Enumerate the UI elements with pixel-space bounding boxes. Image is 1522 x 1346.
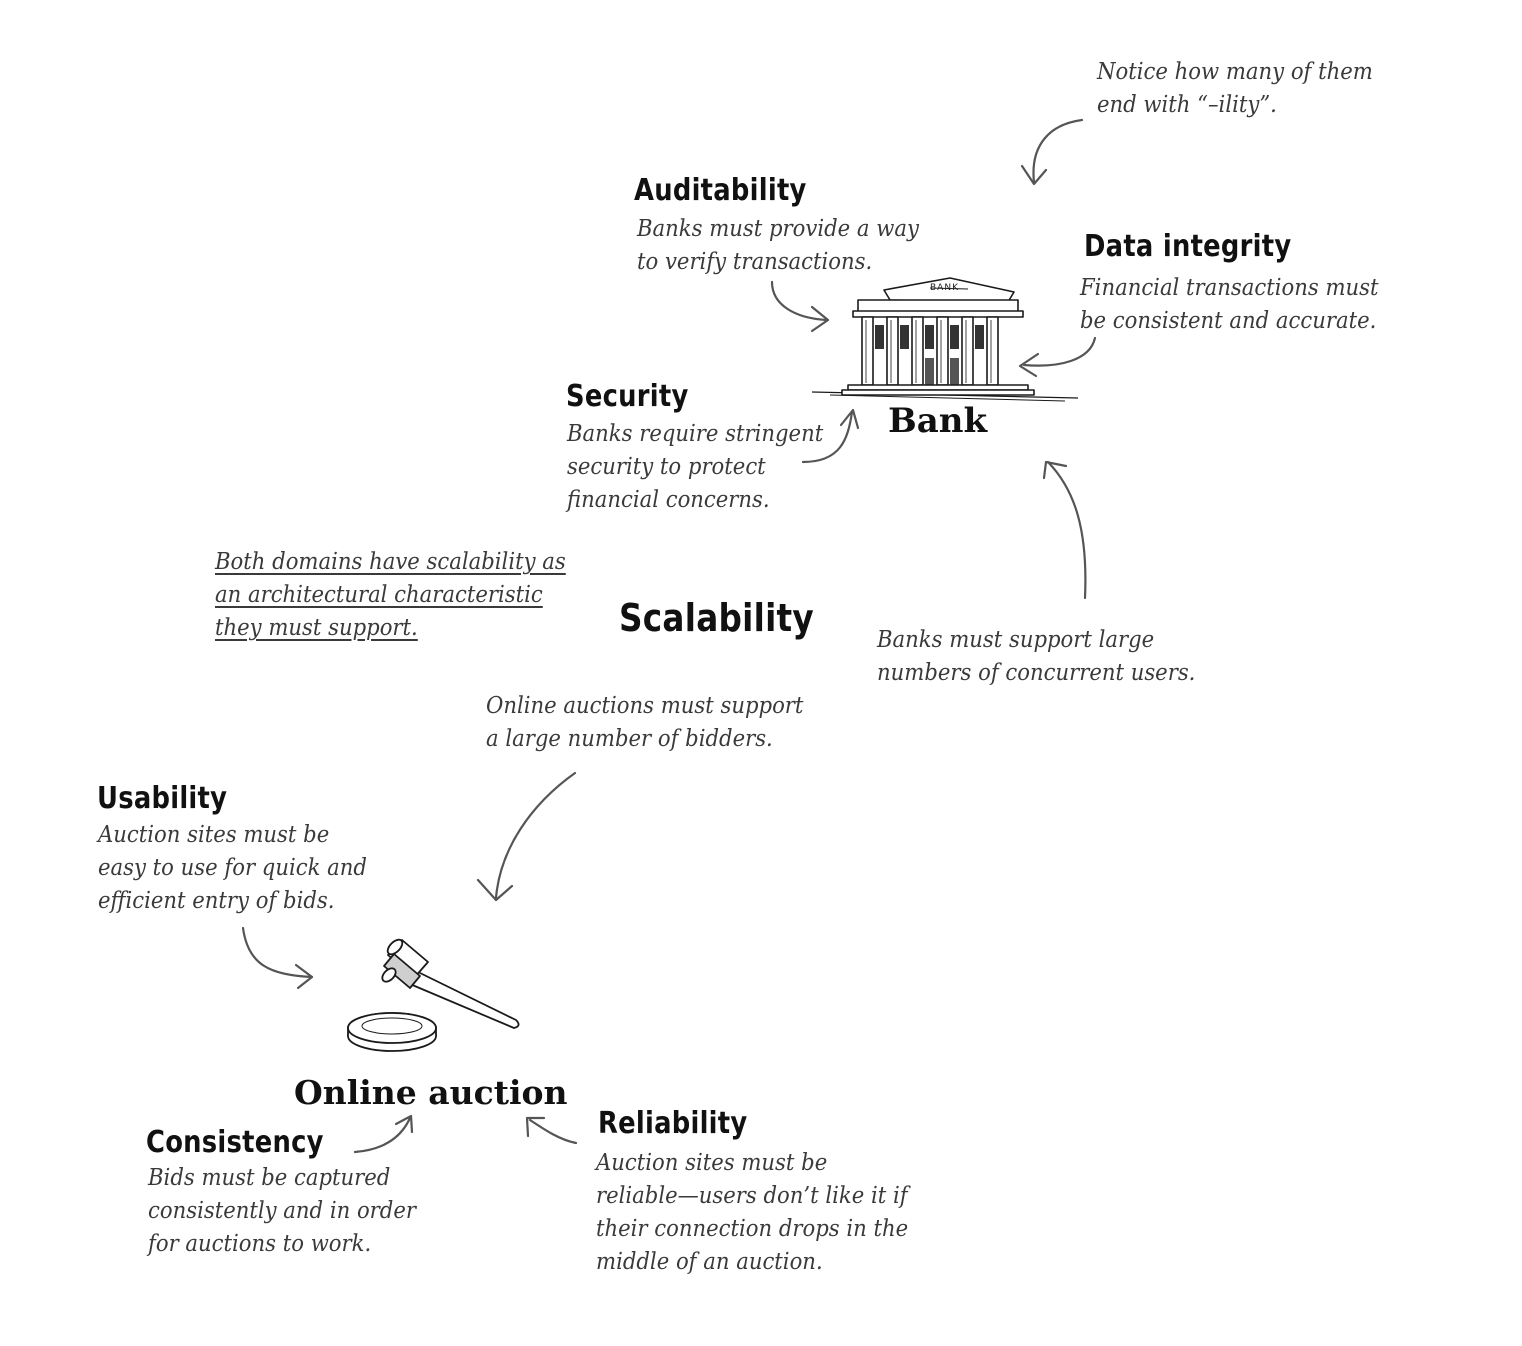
bank-scalability-arrow [1048,462,1085,598]
bank-scalability-line: numbers of concurrent users. [877,657,1195,690]
security-line: financial concerns. [567,484,823,517]
auditability-description: Banks must provide a way to verify trans… [637,213,919,279]
auditability-line: to verify transactions. [637,246,919,279]
consistency-arrow [355,1118,410,1152]
data-integrity-title: Data integrity [1084,232,1291,262]
reliability-line: their connection drops in the [596,1213,908,1246]
bank-icon [812,278,1078,401]
reliability-arrow [530,1120,576,1143]
scalability-note-line: an architectural characteristic [215,579,566,612]
consistency-line: for auctions to work. [148,1228,416,1261]
gavel-icon [348,937,519,1051]
security-line: security to protect [567,451,823,484]
consistency-title: Consistency [146,1128,324,1158]
data-integrity-description: Financial transactions must be consisten… [1080,272,1379,338]
auction-scalability-description: Online auctions must support a large num… [486,690,803,756]
data-integrity-line: Financial transactions must [1080,272,1379,305]
scalability-note-line: Both domains have scalability as [215,546,566,579]
auction-scalability-arrow [496,773,575,898]
usability-line: easy to use for quick and [98,852,367,885]
consistency-line: Bids must be captured [148,1162,416,1195]
reliability-line: Auction sites must be [596,1147,908,1180]
scalability-note: Both domains have scalability as an arch… [215,546,566,645]
bank-label: Bank [888,404,987,438]
auction-scalability-line: Online auctions must support [486,690,803,723]
usability-title: Usability [97,784,227,814]
auditability-arrow [772,282,826,320]
usability-description: Auction sites must be easy to use for qu… [98,819,367,918]
ility-note-line: end with “–ility”. [1097,89,1373,122]
bank-scalability-line: Banks must support large [877,624,1195,657]
reliability-title: Reliability [598,1109,747,1139]
consistency-description: Bids must be captured consistently and i… [148,1162,416,1261]
auditability-line: Banks must provide a way [637,213,919,246]
scalability-title: Scalability [619,599,814,637]
ility-note-arrow [1033,120,1082,182]
scalability-note-line: they must support. [215,612,566,645]
ility-note-line: Notice how many of them [1097,56,1373,89]
ility-note: Notice how many of them end with “–ility… [1097,56,1373,122]
reliability-line: middle of an auction. [596,1246,908,1279]
data-integrity-arrow [1024,338,1095,366]
reliability-line: reliable—users don’t like it if [596,1180,908,1213]
consistency-line: consistently and in order [148,1195,416,1228]
security-title: Security [566,382,689,412]
usability-line: efficient entry of bids. [98,885,367,918]
bank-sign: BANK [930,283,959,293]
data-integrity-line: be consistent and accurate. [1080,305,1379,338]
security-description: Banks require stringent security to prot… [567,418,823,517]
bank-scalability-description: Banks must support large numbers of conc… [877,624,1195,690]
auction-scalability-line: a large number of bidders. [486,723,803,756]
usability-line: Auction sites must be [98,819,367,852]
online-auction-label: Online auction [294,1076,568,1109]
reliability-description: Auction sites must be reliable—users don… [596,1147,908,1279]
security-line: Banks require stringent [567,418,823,451]
auditability-title: Auditability [634,176,807,206]
